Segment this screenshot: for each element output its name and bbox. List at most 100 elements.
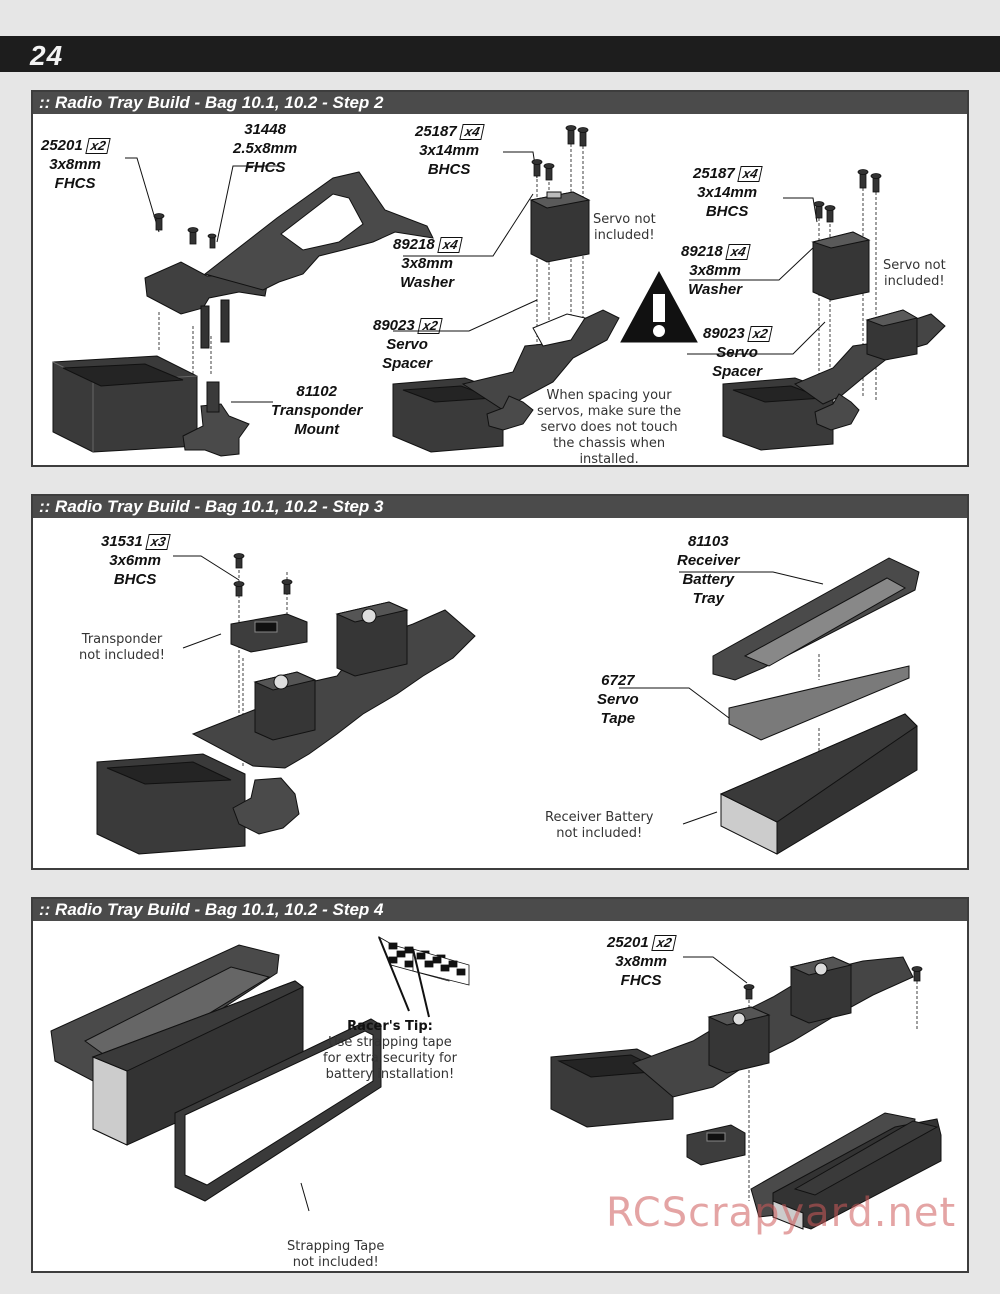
tip-heading: Racer's Tip: bbox=[347, 1019, 433, 1034]
page-number: 24 bbox=[30, 40, 64, 71]
part-size: 3x8mm bbox=[49, 156, 101, 173]
part-qty: x3 bbox=[145, 534, 171, 550]
step-2-panel: :: Radio Tray Build - Bag 10.1, 10.2 - S… bbox=[31, 90, 969, 467]
watermark: RCScrapyard.net bbox=[606, 1190, 957, 1236]
step-4-panel: :: Radio Tray Build - Bag 10.1, 10.2 - S… bbox=[31, 897, 969, 1273]
step-3-panel: :: Radio Tray Build - Bag 10.1, 10.2 - S… bbox=[31, 494, 969, 870]
warning-line: servo does not touch bbox=[540, 420, 678, 435]
part-number: 31531 bbox=[101, 533, 143, 550]
part-size: 2.5x8mm bbox=[233, 140, 298, 157]
part-number: 89023 bbox=[373, 317, 415, 334]
part-name: FHCS bbox=[620, 972, 662, 989]
top-margin bbox=[0, 0, 1000, 36]
note-line: Transponder bbox=[81, 632, 163, 647]
part-label-6727: 6727 Servo Tape bbox=[597, 671, 639, 728]
part-size: Transponder bbox=[271, 402, 363, 419]
warning-line: the chassis when bbox=[553, 436, 666, 451]
part-qty: x4 bbox=[437, 237, 463, 253]
part-name: Washer bbox=[400, 274, 455, 291]
step-3-title: :: Radio Tray Build - Bag 10.1, 10.2 - S… bbox=[39, 497, 384, 516]
note-line: Servo not bbox=[883, 258, 946, 273]
part-name: BHCS bbox=[427, 161, 471, 178]
part-number: 89023 bbox=[703, 325, 745, 342]
part-name: Tape bbox=[600, 710, 636, 727]
note-line: not included! bbox=[292, 1255, 379, 1270]
step-4-header: :: Radio Tray Build - Bag 10.1, 10.2 - S… bbox=[33, 899, 967, 921]
part-size: 3x8mm bbox=[401, 255, 453, 272]
part-size: 3x8mm bbox=[689, 262, 741, 279]
part-label-31448: 31448 2.5x8mm FHCS bbox=[233, 120, 297, 177]
note-line: Strapping Tape bbox=[287, 1239, 385, 1254]
step-2-title: :: Radio Tray Build - Bag 10.1, 10.2 - S… bbox=[39, 93, 384, 112]
part-number: 81102 bbox=[296, 383, 337, 400]
note-line: not included! bbox=[79, 648, 165, 663]
part-qty: x2 bbox=[417, 318, 443, 334]
tip-line: for extra security for bbox=[323, 1051, 457, 1066]
part-qty: x4 bbox=[459, 124, 485, 140]
part-qty: x2 bbox=[651, 935, 677, 951]
note-line: Servo not bbox=[593, 212, 656, 227]
part-number: 89218 bbox=[393, 236, 435, 253]
part-size: 3x14mm bbox=[419, 142, 480, 159]
racers-tip: Racer's Tip: Use strapping tape for extr… bbox=[323, 1019, 457, 1083]
warning-line: servos, make sure the bbox=[537, 404, 682, 419]
note-line: included! bbox=[594, 228, 655, 243]
part-label-81103: 81103 Receiver Battery Tray bbox=[677, 532, 740, 608]
part-qty: x2 bbox=[747, 326, 773, 342]
part-number: 6727 bbox=[601, 672, 635, 689]
part-name: FHCS bbox=[244, 159, 286, 176]
part-name: FHCS bbox=[54, 175, 96, 192]
part-size: Servo bbox=[597, 691, 639, 708]
note-line: Receiver Battery bbox=[545, 810, 654, 825]
part-number: 81103 bbox=[687, 533, 729, 550]
warning-line: installed. bbox=[579, 452, 639, 467]
part-size: 3x6mm bbox=[109, 552, 161, 569]
strapping-tape-not-included-note: Strapping Tape not included! bbox=[287, 1239, 384, 1271]
part-name: Battery bbox=[682, 571, 735, 588]
servo-not-included-note-b: Servo not included! bbox=[883, 258, 946, 290]
part-size: Servo bbox=[386, 336, 428, 353]
part-number: 25201 bbox=[607, 934, 649, 951]
step-4-diagram bbox=[50, 936, 942, 1230]
part-size: 3x8mm bbox=[615, 953, 667, 970]
note-line: not included! bbox=[556, 826, 643, 841]
part-name: Spacer bbox=[382, 355, 433, 372]
part-qty: x4 bbox=[737, 166, 763, 182]
tip-line: battery installation! bbox=[325, 1067, 455, 1082]
warning-line: When spacing your bbox=[546, 388, 672, 403]
page-header-bar bbox=[0, 36, 1000, 72]
part-size: Receiver bbox=[677, 552, 740, 569]
transponder-not-included-note: Transponder not included! bbox=[79, 632, 165, 664]
step-2-diagram bbox=[52, 125, 946, 457]
part-name: BHCS bbox=[113, 571, 157, 588]
part-number: 31448 bbox=[244, 121, 286, 138]
part-number: 89218 bbox=[681, 243, 723, 260]
part-size: 3x14mm bbox=[697, 184, 758, 201]
part-label-81102: 81102 Transponder Mount bbox=[271, 382, 362, 439]
part-name: Mount bbox=[294, 421, 340, 438]
part-name: Washer bbox=[688, 281, 743, 298]
part-name: Spacer bbox=[712, 363, 763, 380]
part-number: 25187 bbox=[415, 123, 457, 140]
step-2-header: :: Radio Tray Build - Bag 10.1, 10.2 - S… bbox=[33, 92, 967, 114]
part-name: BHCS bbox=[705, 203, 749, 220]
warning-text: When spacing your servos, make sure the … bbox=[537, 388, 681, 468]
tip-line: Use strapping tape bbox=[328, 1035, 452, 1050]
part-size: Servo bbox=[716, 344, 758, 361]
step-4-title: :: Radio Tray Build - Bag 10.1, 10.2 - S… bbox=[39, 900, 384, 919]
step-3-diagram bbox=[96, 553, 920, 855]
part-number: 25201 bbox=[41, 137, 83, 154]
note-line: included! bbox=[884, 274, 945, 289]
servo-not-included-note-a: Servo not included! bbox=[593, 212, 656, 244]
part-qty: x4 bbox=[725, 244, 751, 260]
receiver-battery-not-included-note: Receiver Battery not included! bbox=[545, 810, 654, 842]
